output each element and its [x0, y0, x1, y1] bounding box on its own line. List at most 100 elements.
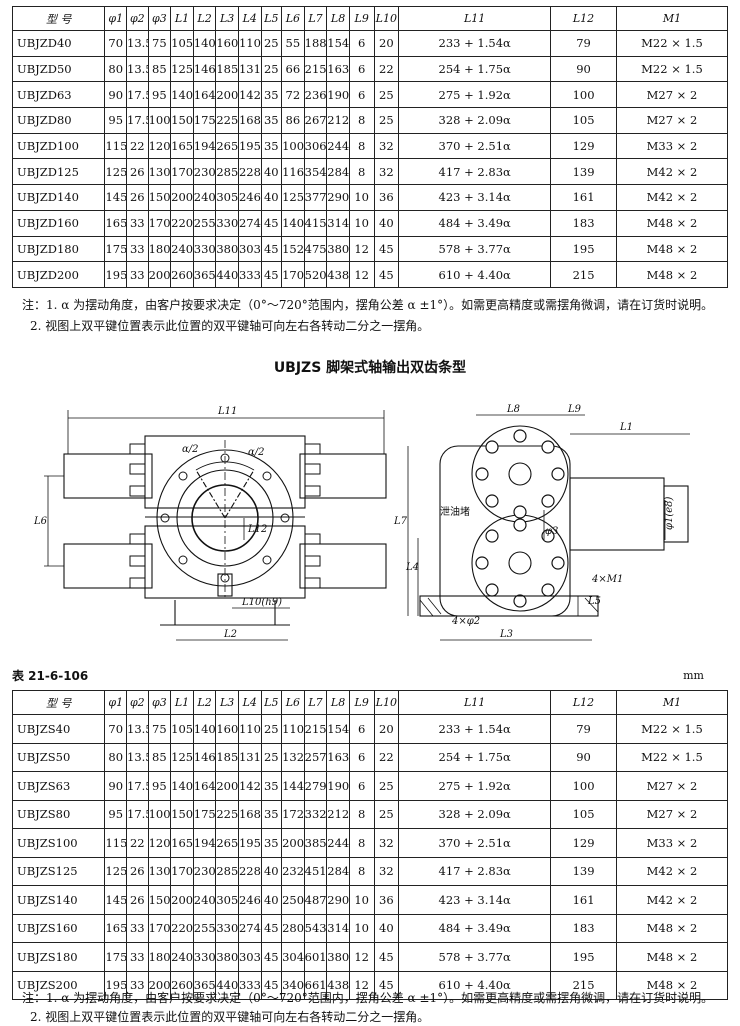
label-l2: L2: [223, 629, 237, 640]
column-header: φ3: [147, 6, 172, 31]
table-cell: 32: [373, 158, 400, 186]
table-cell: 130: [147, 856, 172, 886]
table-cell: 380: [326, 942, 350, 972]
table-cell: 105: [170, 714, 194, 744]
table-cell: UBJZS100: [11, 828, 106, 858]
table-cell: 110: [281, 714, 305, 744]
table-cell: UBJZS180: [11, 942, 106, 972]
table-cell: 280: [281, 913, 305, 943]
table-cell: 110: [237, 30, 262, 57]
table-cell: 240: [192, 885, 217, 915]
table-cell: M33 × 2: [615, 828, 729, 858]
label-4xphi2: 4×φ2: [451, 616, 480, 627]
table-cell: M48 × 2: [615, 913, 729, 943]
label-l6: L6: [33, 516, 48, 527]
table-cell: 168: [237, 799, 262, 829]
column-header: L3: [215, 690, 239, 715]
table-cell: M22 × 1.5: [615, 714, 729, 744]
table-cell: 90: [104, 81, 128, 109]
table-cell: 142: [237, 81, 262, 109]
column-header: 型 号: [11, 690, 106, 715]
table-cell: 140: [192, 714, 217, 744]
table-cell: 233 + 1.54α: [398, 714, 552, 744]
label-4xm1: 4×M1: [591, 574, 623, 585]
table-cell: 365: [192, 261, 217, 288]
table-cell: 240: [170, 942, 194, 972]
table-cell: 90: [550, 742, 617, 772]
table-cell: 8: [348, 107, 375, 134]
table-cell: 333: [237, 970, 262, 1000]
column-header: φ1: [104, 6, 128, 31]
column-header: L5: [260, 690, 283, 715]
table-cell: 115: [104, 132, 128, 160]
column-header: φ3: [147, 690, 172, 715]
table-cell: 125: [104, 856, 128, 886]
table-cell: 415: [303, 209, 328, 237]
foot-plate: [419, 595, 599, 617]
table-cell: 35: [260, 771, 283, 801]
table-cell: UBJZS160: [11, 913, 106, 943]
table-cell: 35: [260, 828, 283, 858]
table-cell: 255: [192, 913, 217, 943]
table-cell: UBJZS80: [11, 799, 106, 829]
table-cell: 274: [237, 913, 262, 943]
table-cell: 195: [237, 828, 262, 858]
table-cell: 265: [215, 828, 239, 858]
table-cell: 40: [373, 913, 400, 943]
table-cell: 332: [303, 799, 328, 829]
table-cell: 304: [281, 942, 305, 972]
table-cell: 220: [170, 913, 194, 943]
table-cell: 250: [281, 885, 305, 915]
table-cell: 72: [281, 81, 305, 109]
column-header: L10: [373, 6, 400, 31]
table-cell: M22 × 1.5: [615, 55, 729, 83]
table-cell: 225: [215, 799, 239, 829]
table-cell: 25: [373, 107, 400, 134]
table-cell: 661: [303, 970, 328, 1000]
table-cell: 185: [215, 55, 239, 83]
section-title: UBJZS 脚架式轴输出双齿条型: [273, 360, 467, 376]
label-l10h9: L10(h9): [241, 597, 282, 608]
table-cell: 170: [147, 913, 172, 943]
table-cell: 70: [104, 30, 128, 57]
column-header: L8: [326, 690, 350, 715]
table-cell: 100: [147, 799, 172, 829]
table-cell: UBJZD160: [11, 209, 106, 237]
table-cell: 45: [260, 913, 283, 943]
table-cell: 25: [260, 714, 283, 744]
column-header: L4: [237, 690, 262, 715]
table-cell: 172: [281, 799, 305, 829]
table-cell: 275 + 1.92α: [398, 81, 552, 109]
table-cell: 225: [215, 107, 239, 134]
label-alpha-half-2: α/2: [248, 447, 264, 458]
table-cell: 25: [260, 55, 283, 83]
table-cell: 164: [192, 771, 217, 801]
table-cell: 170: [170, 856, 194, 886]
column-header: φ2: [126, 690, 149, 715]
table-cell: 45: [373, 235, 400, 263]
note-1-bottom: 注：1. α 为摆动角度，由客户按要求决定（0°～720°范围内，摆角公差 α …: [22, 991, 714, 1005]
table-cell: 8: [348, 132, 375, 160]
table-cell: 165: [170, 828, 194, 858]
label-l7: L7: [393, 516, 408, 527]
table-cell: 180: [147, 942, 172, 972]
table-cell: 240: [192, 184, 217, 211]
table-cell: 6: [348, 30, 375, 57]
table-cell: M48 × 2: [615, 235, 729, 263]
table-cell: 36: [373, 885, 400, 915]
table-cell: 440: [215, 261, 239, 288]
table-cell: 285: [215, 856, 239, 886]
table-cell: 20: [373, 30, 400, 57]
label-phi3: φ3: [545, 526, 558, 537]
table-cell: 200: [215, 81, 239, 109]
table-cell: 13.5: [126, 30, 149, 57]
table-cell: 163: [326, 742, 350, 772]
table-cell: 194: [192, 828, 217, 858]
table-cell: M42 × 2: [615, 856, 729, 886]
table-cell: 40: [260, 885, 283, 915]
